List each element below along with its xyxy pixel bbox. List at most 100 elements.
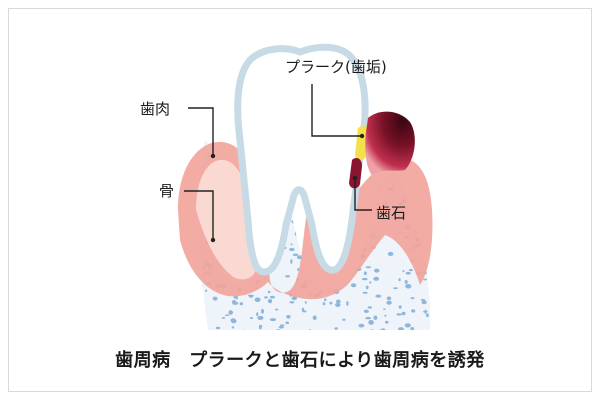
bone-dot [294,231,297,236]
bone-dot [369,281,372,284]
bone-dot [431,279,435,282]
bone-dot [430,177,436,182]
bone-dot [365,285,369,290]
bone-dot [373,276,380,281]
bone-dot [225,314,230,317]
bone-dot [369,329,375,330]
tartar-leader-line [354,178,372,211]
bone-label: 骨 [159,182,175,200]
bone-dot [336,299,341,304]
bone-dot [335,302,341,307]
bone-dot [401,311,406,316]
bone-leader-dot [210,237,216,243]
bone-dot [250,317,253,319]
bone-dot [198,286,200,291]
gum-label: 歯肉 [140,100,171,118]
bone-dot [398,305,402,309]
bone-dot [288,333,292,336]
bone-dot [375,294,382,298]
bone-dot [380,328,386,330]
bone-dot [285,321,290,325]
bone-dot [192,319,197,324]
bone-dot [231,319,237,324]
bone-dot [421,300,427,305]
bone-dot [285,275,290,278]
bone-dot [423,310,428,313]
bone-dot [404,280,408,284]
bone-dot [432,305,437,310]
bone-dot [431,302,436,306]
bone-dot [387,251,394,256]
bone-dot [361,277,368,281]
tartar-leader-dot [352,175,358,181]
bone-dot [231,326,235,329]
bone-dot [411,309,416,313]
bone-dot [254,297,261,303]
bone-dot [363,271,367,276]
bone-dot [428,329,431,330]
bone-dot [384,314,387,317]
tooth-shape [234,43,369,276]
bone-dot [347,333,351,336]
bone-dot [373,315,378,320]
bone-dot [201,298,204,301]
bone-dot [290,243,293,246]
bone-dot [292,219,295,224]
bone-dot [426,313,429,318]
bone-dot [232,299,236,305]
bone-dot [386,300,392,305]
bone-dot [256,312,259,317]
bone-dot [356,333,362,336]
bone-dot [422,331,428,335]
bone-dot [420,298,426,301]
tartar-label: 歯石 [376,204,407,222]
bone-dot [374,268,380,273]
tartar-lower-shape [349,158,362,189]
bone-dot [235,297,238,300]
bone-dot [257,330,262,334]
bone-dot [358,323,365,328]
bone-dot [248,295,254,298]
bone-dot [221,317,226,319]
bone-dot [301,307,305,312]
bone-dot [365,316,371,320]
bone-dot [329,301,333,305]
bone-dot [280,324,285,327]
bone-dot [198,302,203,307]
bone-dot [398,278,401,282]
bone-dot [269,295,275,299]
bone-dot [410,327,415,330]
bone-dot [340,334,343,336]
plaque-label: プラーク(歯垢) [285,58,387,76]
bone-dot [275,329,281,330]
bone-dot [239,302,243,306]
bone-dot [258,324,263,328]
bone-dot [324,298,327,302]
bone-dot [198,291,202,295]
bone-dot [300,331,305,335]
gum-inner-shape [196,159,256,280]
bone-dot [362,291,368,294]
bone-dot [264,296,268,299]
bone-dot [228,310,233,315]
bone-dot [350,283,357,288]
bone-dot [286,315,291,319]
bone-dot [405,284,412,289]
bone-dot [289,247,295,252]
caption: 歯周病 プラークと歯石により歯周病を誘発 [115,350,485,371]
bone-dot [393,287,398,290]
bone-dot [312,315,317,321]
bone-dot [423,278,428,281]
bone-dot [368,320,374,325]
bone-dot [265,334,267,336]
bone-dot [215,326,221,330]
bone-dot [200,284,204,286]
bone-dot [402,270,405,273]
bone-dot [267,298,273,304]
bone-dot [364,310,369,313]
bone-dot [306,331,309,335]
bone-dot [257,315,264,320]
plaque-leader-line [311,84,362,137]
bone-dot [290,259,293,264]
